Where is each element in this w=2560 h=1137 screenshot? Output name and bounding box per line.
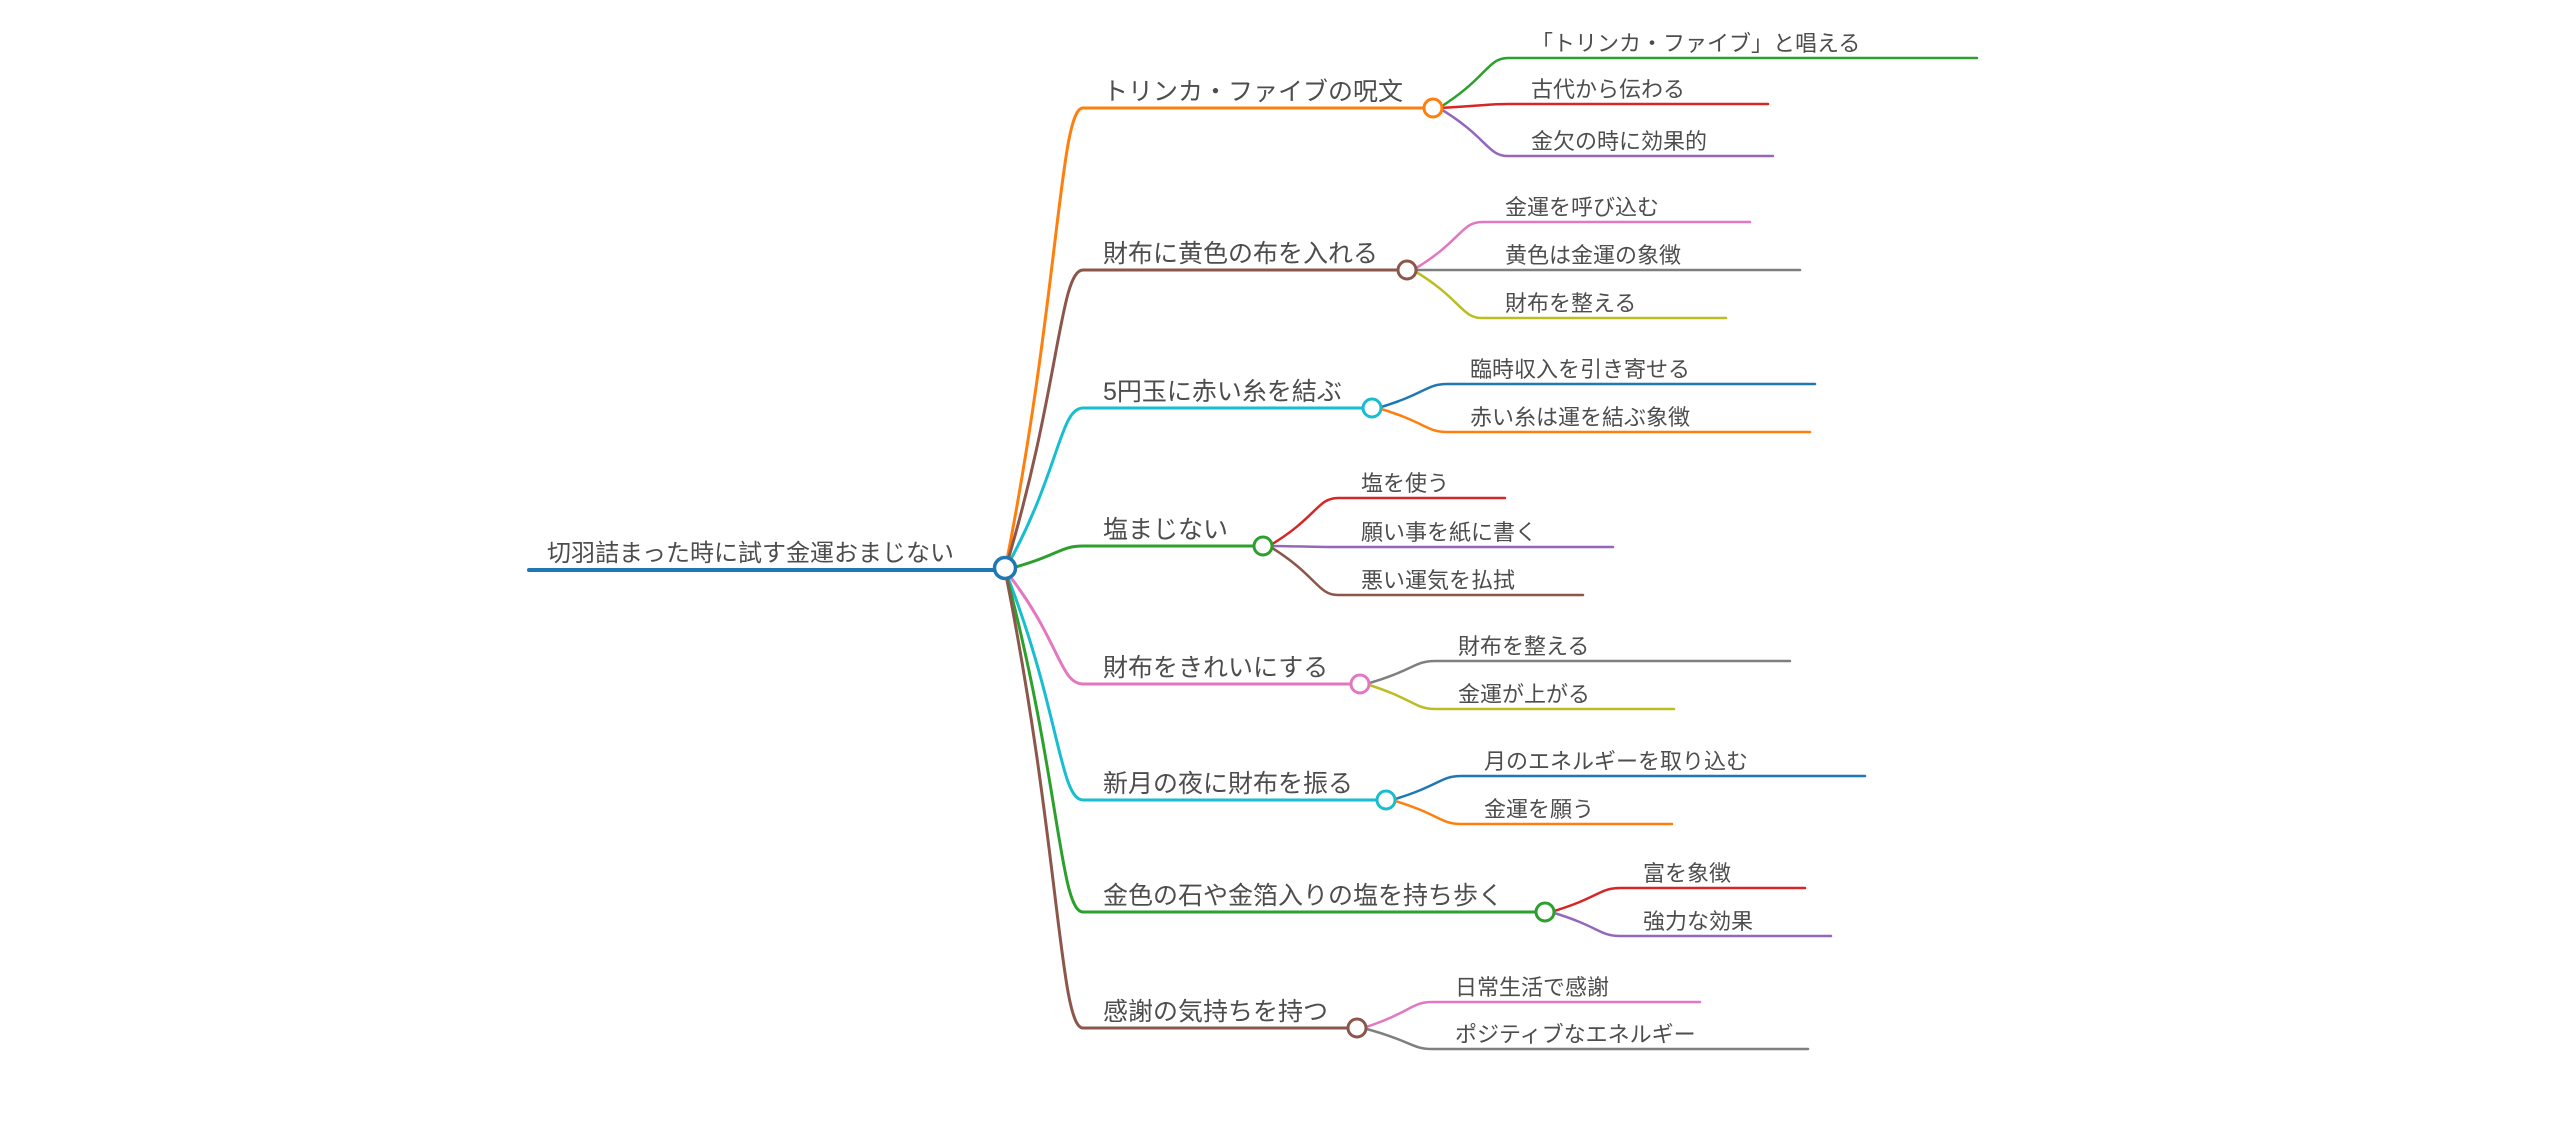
root-node-circle[interactable] xyxy=(992,555,1018,581)
branch-1-label: 財布に黄色の布を入れる xyxy=(1103,240,1378,268)
branch-6-node-circle[interactable] xyxy=(1534,901,1556,923)
branch-2-child-1-label: 赤い糸は運を結ぶ象徴 xyxy=(1470,405,1690,430)
branch-1-child-2-line xyxy=(1411,268,1728,320)
branch-2-node-circle[interactable] xyxy=(1361,397,1383,419)
branch-3-child-1-label: 願い事を紙に書く xyxy=(1361,520,1537,545)
branch-6-label: 金色の石や金箔入りの塩を持ち歩く xyxy=(1103,882,1503,910)
root-label: 切羽詰まった時に試す金運おまじない xyxy=(547,540,954,567)
branch-0-child-0-label: 「トリンカ・ファイブ」と唱える xyxy=(1531,31,1860,56)
branch-0-node-circle[interactable] xyxy=(1422,97,1444,119)
branch-1-child-0-line xyxy=(1411,220,1752,272)
branch-1-link xyxy=(1003,268,1400,572)
branch-3-child-2-label: 悪い運気を払拭 xyxy=(1361,568,1515,593)
branch-3-child-0-line xyxy=(1267,496,1507,548)
branch-5-child-0-line xyxy=(1390,774,1867,802)
branch-4-label: 財布をきれいにする xyxy=(1103,654,1328,682)
branch-7-node-circle[interactable] xyxy=(1346,1017,1368,1039)
branch-2-child-0-label: 臨時収入を引き寄せる xyxy=(1470,357,1690,382)
branch-2-link xyxy=(1003,406,1365,572)
branch-2-child-1-line xyxy=(1376,406,1812,434)
branch-6-child-0-line xyxy=(1549,886,1807,914)
branch-2-child-0-line xyxy=(1376,382,1817,410)
branch-3-node-circle[interactable] xyxy=(1252,535,1274,557)
branch-4-child-0-line xyxy=(1364,659,1792,686)
branch-7-child-0-label: 日常生活で感謝 xyxy=(1455,975,1609,1000)
branch-6-link xyxy=(1003,568,1538,914)
branch-2-label: 5円玉に赤い糸を結ぶ xyxy=(1103,378,1342,406)
branch-0-child-0-line xyxy=(1437,56,1979,110)
branch-0-child-2-label: 金欠の時に効果的 xyxy=(1531,129,1707,154)
branch-5-node-circle[interactable] xyxy=(1375,789,1397,811)
branch-5-label: 新月の夜に財布を振る xyxy=(1103,770,1353,798)
branch-3-link xyxy=(1003,544,1256,572)
branch-5-child-1-label: 金運を願う xyxy=(1484,797,1594,822)
branch-6-child-1-line xyxy=(1549,910,1833,938)
branch-3-child-2-line xyxy=(1267,544,1585,597)
branch-5-child-1-line xyxy=(1390,798,1674,826)
branch-7-child-1-label: ポジティブなエネルギー xyxy=(1455,1022,1696,1047)
branch-7-link xyxy=(1003,568,1350,1030)
branch-6-child-0-label: 富を象徴 xyxy=(1643,861,1731,886)
branch-5-link xyxy=(1003,568,1379,802)
branch-0-label: トリンカ・ファイブの呪文 xyxy=(1103,78,1403,106)
branch-0-child-1-line xyxy=(1437,102,1770,110)
branch-4-child-0-label: 財布を整える xyxy=(1458,634,1589,659)
branch-5-child-0-label: 月のエネルギーを取り込む xyxy=(1484,749,1748,774)
branch-3-child-1-line xyxy=(1267,544,1615,549)
branch-0-link xyxy=(1003,106,1426,572)
branch-0-child-2-line xyxy=(1437,106,1775,158)
branch-7-label: 感謝の気持ちを持つ xyxy=(1103,998,1328,1026)
branch-3-label: 塩まじない xyxy=(1103,516,1228,544)
branch-1-child-1-label: 黄色は金運の象徴 xyxy=(1505,243,1681,268)
branch-0-child-1-label: 古代から伝わる xyxy=(1531,77,1685,102)
branch-4-link xyxy=(1003,568,1353,686)
branch-3-child-0-label: 塩を使う xyxy=(1361,471,1449,496)
branch-7-child-0-line xyxy=(1361,1000,1702,1030)
branch-1-child-2-label: 財布を整える xyxy=(1505,291,1636,316)
branch-4-child-1-line xyxy=(1364,682,1676,711)
branch-4-node-circle[interactable] xyxy=(1349,673,1371,695)
branch-1-child-0-label: 金運を呼び込む xyxy=(1505,195,1659,220)
branch-6-child-1-label: 強力な効果 xyxy=(1643,909,1753,934)
branch-7-child-1-line xyxy=(1361,1026,1810,1051)
branch-4-child-1-label: 金運が上がる xyxy=(1458,682,1590,707)
branch-1-node-circle[interactable] xyxy=(1396,259,1418,281)
